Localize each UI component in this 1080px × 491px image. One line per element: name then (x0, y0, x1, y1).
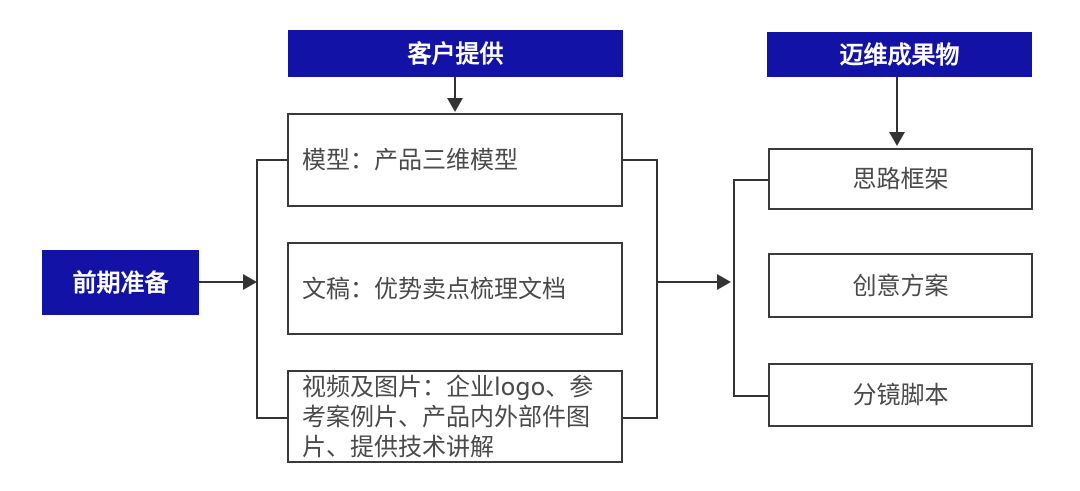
bracket-client-items-left-bottom-stub (256, 417, 287, 419)
bracket-client-items-left-vertical (256, 159, 258, 419)
header-client-provides: 客户提供 (288, 30, 623, 77)
bracket-deliverables-vertical (733, 179, 735, 397)
node-client-item-model-label: 模型：产品三维模型 (302, 146, 518, 174)
line-preparation-right (199, 281, 243, 283)
line-to-deliverables (657, 281, 717, 283)
arrowhead-to-deliverables-icon (717, 274, 731, 290)
arrowhead-preparation-right-icon (243, 274, 257, 290)
node-deliverable-framework: 思路框架 (768, 148, 1033, 210)
bracket-client-items-right-top-stub (623, 159, 656, 161)
node-preparation-label: 前期准备 (72, 268, 169, 297)
arrowhead-deliverable-header-down-icon (889, 132, 905, 146)
node-client-item-document-label: 文稿：优势卖点梳理文档 (302, 274, 566, 303)
node-client-item-media-label: 视频及图片：企业logo、参考案例片、产品内外部件图片、提供技术讲解 (302, 372, 594, 461)
header-deliverables-label: 迈维成果物 (839, 40, 960, 69)
arrowhead-client-header-down-icon (447, 98, 463, 112)
node-deliverable-concept-label: 创意方案 (852, 271, 949, 300)
line-client-header-down (454, 77, 456, 99)
node-deliverable-storyboard: 分镜脚本 (768, 363, 1033, 427)
bracket-client-items-right-bottom-stub (623, 417, 656, 419)
node-preparation: 前期准备 (42, 250, 199, 315)
node-client-item-model: 模型：产品三维模型 (287, 113, 623, 207)
node-deliverable-framework-label: 思路框架 (852, 165, 949, 193)
line-deliverable-header-down (896, 77, 898, 132)
bracket-client-items-right-vertical (656, 159, 658, 419)
node-deliverable-storyboard-label: 分镜脚本 (852, 381, 949, 409)
node-deliverable-concept: 创意方案 (768, 253, 1033, 318)
node-client-item-media: 视频及图片：企业logo、参考案例片、产品内外部件图片、提供技术讲解 (287, 370, 623, 463)
header-deliverables: 迈维成果物 (767, 32, 1032, 77)
bracket-deliverables-bottom-stub (733, 395, 768, 397)
bracket-deliverables-top-stub (733, 179, 768, 181)
header-client-provides-label: 客户提供 (407, 39, 504, 68)
bracket-client-items-left-top-stub (256, 159, 287, 161)
node-client-item-document: 文稿：优势卖点梳理文档 (287, 242, 623, 335)
